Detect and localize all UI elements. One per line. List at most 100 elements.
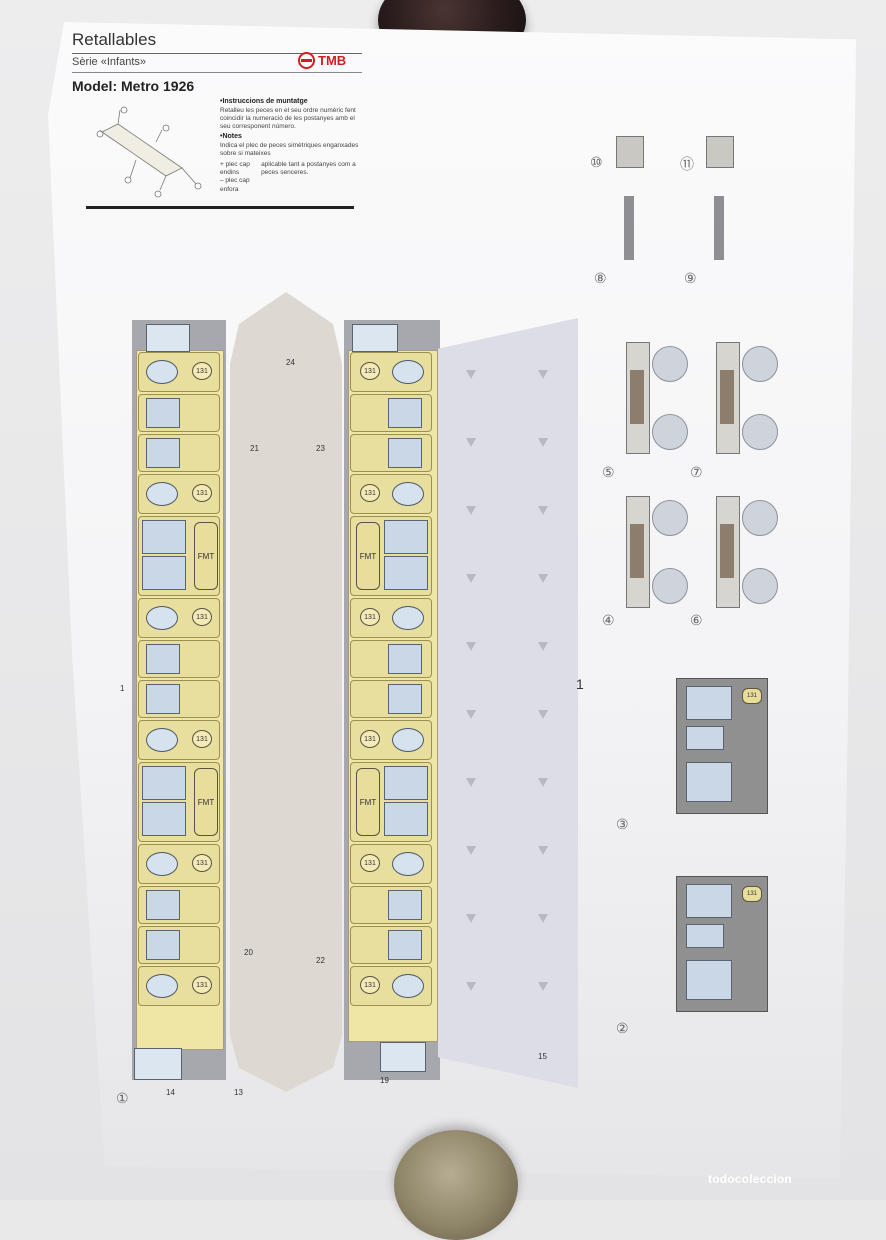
fold-mark: [466, 642, 476, 651]
bogie-spring: [720, 370, 734, 424]
side-right-end-window-bottom: [380, 1042, 426, 1072]
number-badge: 131: [360, 484, 380, 502]
bogie-piece: [620, 342, 702, 454]
oval-window: [392, 606, 424, 630]
part-number-9: ⑨: [684, 270, 697, 286]
wheel-bottom: [652, 414, 688, 450]
square-window: [388, 438, 422, 468]
part-number-7: ⑦: [690, 464, 703, 480]
side-right-end-window-top: [352, 324, 398, 352]
fold-mark: [538, 710, 548, 719]
number-badge: 131: [192, 484, 212, 502]
title-rule: [72, 53, 362, 54]
fold-mark: [538, 778, 548, 787]
part-number-5: ⑤: [602, 464, 615, 480]
notes-text-1: Indica el plec de peces simètriques enga…: [220, 141, 359, 157]
square-window: [146, 684, 180, 714]
bogie-piece: [710, 342, 792, 454]
part-number-6: ⑥: [690, 612, 703, 628]
bogie-spring: [630, 524, 644, 578]
number-badge: 131: [192, 608, 212, 626]
wheel-top: [742, 346, 778, 382]
end-face-2-badge: 131: [742, 886, 762, 902]
square-window: [388, 398, 422, 428]
fold-mark: [466, 710, 476, 719]
tmb-logo-text: TMB: [318, 53, 347, 68]
side-left-end-window-bottom: [134, 1048, 182, 1080]
wheel-bottom: [652, 568, 688, 604]
watermark-text: todocoleccion: [708, 1172, 792, 1186]
number-badge: 131: [360, 976, 380, 994]
part-number-8: ⑧: [594, 270, 607, 286]
oval-window: [146, 728, 178, 752]
end-face-3-window-bottom: [686, 762, 732, 802]
bogie-spring: [630, 370, 644, 424]
wheel-bottom: [742, 568, 778, 604]
fold-mark: [466, 846, 476, 855]
roof-panel: [230, 292, 342, 1092]
model-label: Model: Metro 1926: [72, 78, 195, 94]
fold-mark: [538, 642, 548, 651]
fold-mark: [538, 982, 548, 991]
series-rule: [72, 72, 362, 73]
end-face-2: 131: [676, 862, 772, 1014]
label-15: 15: [538, 1052, 547, 1061]
label-24: 24: [286, 358, 295, 367]
floor-panel: [438, 318, 578, 1088]
series-label: Sèrie «Infants»: [72, 56, 146, 68]
wheel-top: [652, 500, 688, 536]
instructions-title: •Instruccions de muntatge: [220, 98, 308, 105]
weight-bottom: [394, 1130, 518, 1240]
part-number-3: ③: [616, 816, 629, 832]
end-face-2-window-mid: [686, 924, 724, 948]
square-window: [146, 930, 180, 960]
fold-mark: [466, 778, 476, 787]
label-side-left: 1: [120, 684, 125, 693]
assembly-diagram: [96, 106, 202, 198]
fmt-plate: FMT: [194, 768, 218, 836]
label-20: 20: [244, 948, 253, 957]
watermark-logo: todocoleccion: [708, 1172, 792, 1186]
fold-mark: [538, 438, 548, 447]
oval-window: [146, 606, 178, 630]
part-number-10: ⑩: [590, 154, 603, 170]
label-21: 21: [250, 444, 259, 453]
sheet-title: Retallables: [72, 30, 157, 49]
end-face-2-window-bottom: [686, 960, 732, 1000]
door-window-bottom: [142, 802, 186, 836]
number-badge: 131: [192, 730, 212, 748]
oval-window: [146, 974, 178, 998]
label-19: 19: [380, 1076, 389, 1085]
fold-mark: [538, 506, 548, 515]
instructions: •Instruccions de muntatge Retalleu les p…: [220, 96, 366, 194]
oval-window: [392, 974, 424, 998]
oval-window: [146, 852, 178, 876]
fold-mark: [538, 574, 548, 583]
end-face-2-window-top: [686, 884, 732, 918]
square-window: [146, 644, 180, 674]
number-badge: 131: [360, 608, 380, 626]
header-rule: [86, 206, 354, 209]
piece-8-post: [624, 196, 634, 260]
part-number-2: ②: [616, 1020, 629, 1036]
label-13: 13: [234, 1088, 243, 1097]
wheel-bottom: [742, 414, 778, 450]
part-number-11: ⑪: [680, 156, 694, 172]
fold-mark: [466, 506, 476, 515]
fold-mark: [538, 370, 548, 379]
part-number-1: ①: [116, 1090, 129, 1106]
piece-9-post: [714, 196, 724, 260]
instructions-text: Retalleu les peces en el seu ordre numèr…: [220, 106, 356, 130]
wheel-top: [652, 346, 688, 382]
wheel-top: [742, 500, 778, 536]
oval-window: [392, 482, 424, 506]
door-window-top: [142, 520, 186, 554]
square-window: [146, 890, 180, 920]
oval-window: [392, 360, 424, 384]
notes-text-2: + plec cap endins – plec cap enfora: [220, 161, 250, 193]
label-floor: 1: [576, 676, 584, 692]
square-window: [146, 398, 180, 428]
header-block: Retallables Sèrie «Infants» Model: Metro…: [72, 30, 362, 94]
piece-11: [706, 136, 734, 168]
number-badge: 131: [360, 730, 380, 748]
